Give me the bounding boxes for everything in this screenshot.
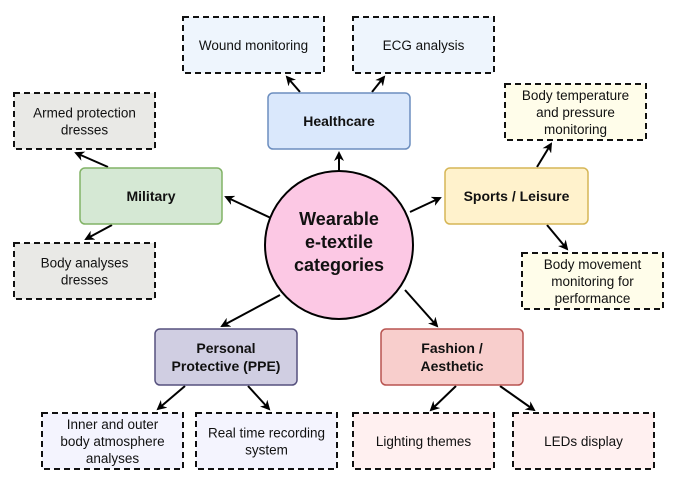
arrow-center-to-fashion <box>404 289 439 328</box>
subcategory-border <box>504 83 647 141</box>
subcategory-box: Lighting themes <box>352 412 495 470</box>
center-node: Wearable e-textile categories <box>264 170 414 320</box>
subcategory-box: Real time recording system <box>195 412 338 470</box>
subcategory-label: body atmosphere <box>60 434 164 449</box>
arrow-fashion-to-child <box>429 385 457 412</box>
arrow-healthcare-to-child <box>285 75 301 93</box>
subcategory-label: dresses <box>61 123 109 138</box>
subcategory-box: Body movement monitoring for performance <box>521 252 664 310</box>
category-healthcare: Healthcare <box>267 92 411 150</box>
arrow-sports-to-child <box>536 142 553 168</box>
subcategory-label: Lighting themes <box>376 434 472 449</box>
subcategory-border <box>512 412 655 470</box>
center-circle <box>264 170 414 320</box>
category-label: Healthcare <box>303 113 375 129</box>
center-label: e-textile <box>305 232 373 252</box>
subcategory-border <box>352 16 495 74</box>
category-label: Protective (PPE) <box>172 358 281 374</box>
arrow-military-to-child <box>74 151 109 168</box>
subcategory-border <box>352 412 495 470</box>
center-label: Wearable <box>299 209 379 229</box>
category-box <box>380 328 524 386</box>
arrow-ppe-to-child <box>247 385 271 411</box>
subcategory-label: analyses <box>86 451 140 466</box>
subcategory-box: ECG analysis <box>352 16 495 74</box>
category-box <box>267 92 411 150</box>
category-label: Military <box>126 188 175 204</box>
category-label: Fashion / <box>421 340 483 356</box>
subcategory-box: Wound monitoring <box>182 16 325 74</box>
arrow-center-to-military <box>224 195 274 220</box>
category-box <box>154 328 298 386</box>
category-label: Sports / Leisure <box>464 188 570 204</box>
subcategory-label: ECG analysis <box>383 38 465 53</box>
subcategory-box: Inner and outer body atmosphere analyses <box>41 412 184 470</box>
subcategory-label: LEDs display <box>544 434 623 449</box>
subcategory-label: Real time recording <box>208 426 325 441</box>
category-sports: Sports / Leisure <box>444 167 589 225</box>
subcategory-label: Inner and outer <box>67 417 159 432</box>
subcategory-label: Body analyses <box>41 256 129 271</box>
arrow-center-to-sports <box>409 196 442 213</box>
subcategory-border <box>195 412 338 470</box>
subcategory-box: Body analyses dresses <box>13 242 156 300</box>
subcategory-box: Armed protection dresses <box>13 92 156 150</box>
category-label: Aesthetic <box>420 358 483 374</box>
category-military: Military <box>79 167 223 225</box>
subcategory-label: monitoring for <box>551 274 634 289</box>
subcategory-label: and pressure <box>536 105 615 120</box>
arrow-center-to-ppe <box>220 294 281 327</box>
category-box <box>79 167 223 225</box>
subcategory-label: dresses <box>61 273 109 288</box>
subcategory-label: Body temperature <box>522 88 629 103</box>
subcategory-border <box>13 242 156 300</box>
subcategory-label: monitoring <box>544 122 607 137</box>
subcategory-label: Armed protection <box>33 106 136 121</box>
subcategory-box: Body temperature and pressure monitoring <box>504 83 647 141</box>
category-box <box>444 167 589 225</box>
subcategory-label: Body movement <box>544 257 642 272</box>
center-label: categories <box>294 255 384 275</box>
subcategory-border <box>182 16 325 74</box>
arrow-sports-to-child <box>546 224 569 251</box>
arrow-fashion-to-child <box>499 385 536 412</box>
subcategory-label: system <box>245 443 288 458</box>
category-fashion: Fashion / Aesthetic <box>380 328 524 386</box>
subcategory-label: Wound monitoring <box>199 38 308 53</box>
arrow-healthcare-to-child <box>371 75 386 93</box>
subcategory-box: LEDs display <box>512 412 655 470</box>
subcategory-border <box>13 92 156 150</box>
subcategory-border <box>41 412 184 470</box>
category-label: Personal <box>196 340 255 356</box>
subcategory-label: performance <box>555 291 631 306</box>
arrow-ppe-to-child <box>156 385 186 411</box>
arrow-military-to-child <box>84 224 113 240</box>
subcategory-border <box>521 252 664 310</box>
